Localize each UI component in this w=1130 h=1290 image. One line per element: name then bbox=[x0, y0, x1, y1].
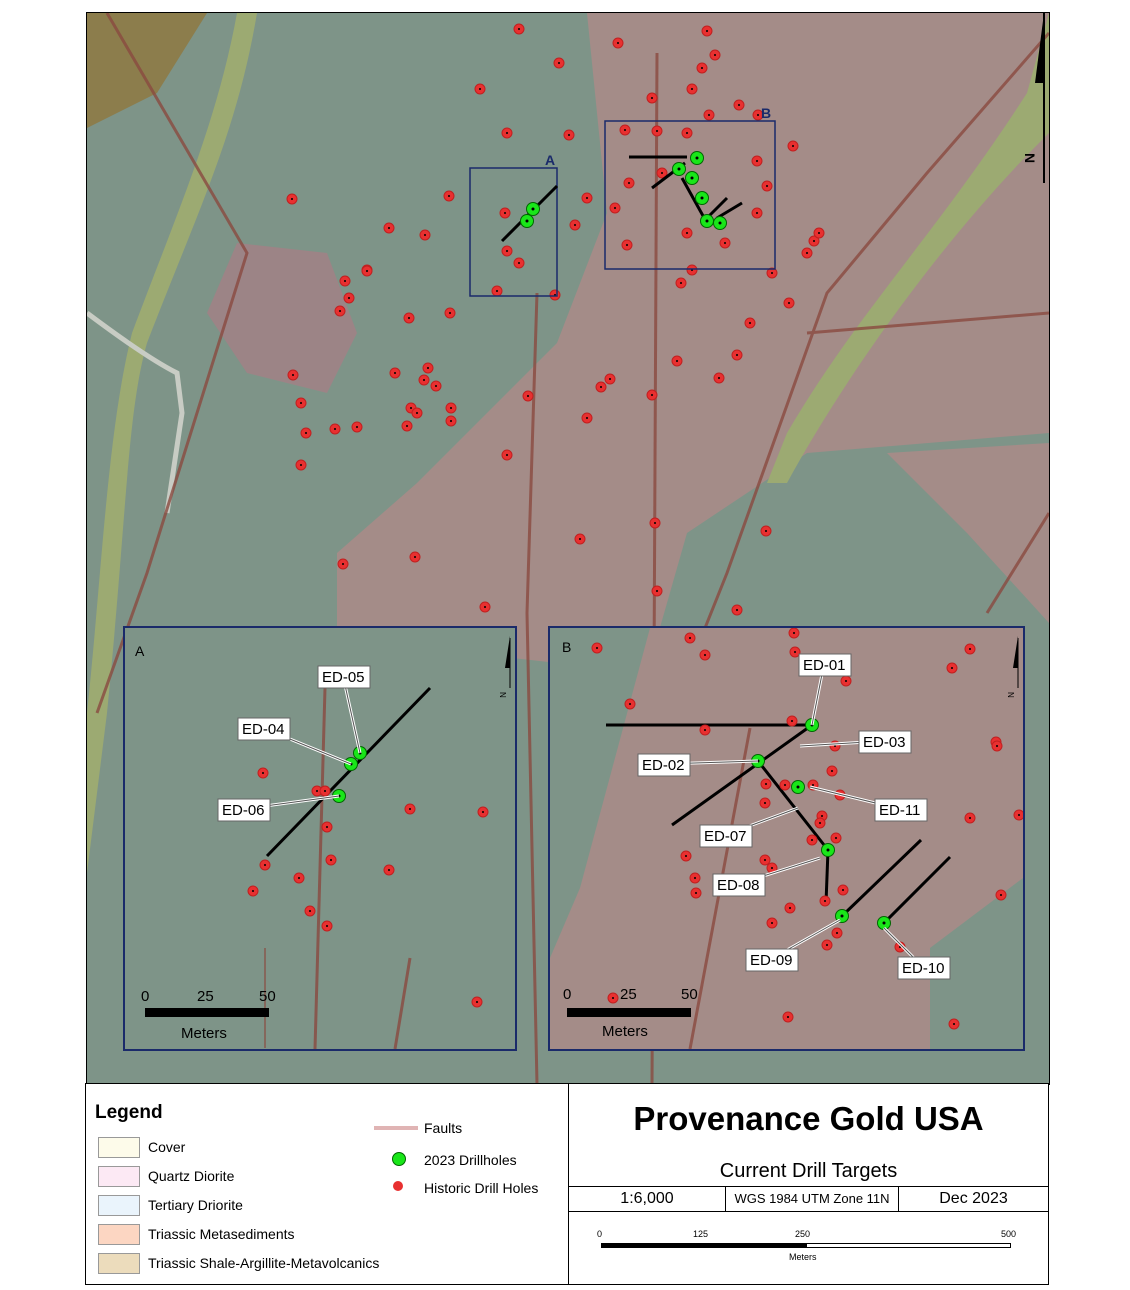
historic-drill-holes bbox=[286, 23, 825, 616]
quartz-diorite-area bbox=[337, 13, 1049, 673]
svg-text:ED-07: ED-07 bbox=[704, 828, 747, 845]
drillhole-2023-icon bbox=[392, 1152, 406, 1166]
legend-historic: Historic Drill Holes bbox=[424, 1180, 539, 1196]
historic-hole-icon bbox=[393, 1181, 403, 1191]
svg-text:ED-04: ED-04 bbox=[242, 721, 285, 738]
legend-swatch bbox=[98, 1137, 140, 1158]
drillhole-label: ED-02 bbox=[637, 753, 759, 777]
svg-text:ED-08: ED-08 bbox=[717, 877, 760, 894]
drillhole-label: ED-09 bbox=[745, 918, 841, 972]
fault-swatch bbox=[374, 1126, 418, 1130]
drillhole-label: ED-05 bbox=[317, 665, 371, 754]
map-subtitle: Current Drill Targets bbox=[719, 1160, 898, 1182]
drillhole-label: ED-10 bbox=[882, 926, 951, 980]
svg-text:50: 50 bbox=[681, 986, 698, 1003]
svg-text:25: 25 bbox=[620, 986, 637, 1003]
drillhole-label: ED-07 bbox=[699, 806, 799, 848]
svg-text:50: 50 bbox=[259, 988, 276, 1005]
inset-box-label-b: B bbox=[761, 105, 771, 121]
svg-text:Meters: Meters bbox=[602, 1023, 648, 1040]
legend-swatch bbox=[98, 1224, 140, 1245]
svg-text:Meters: Meters bbox=[181, 1025, 227, 1042]
drillhole-label: ED-04 bbox=[237, 717, 352, 766]
svg-text:N: N bbox=[1006, 692, 1015, 698]
drillhole-label: ED-08 bbox=[712, 856, 821, 897]
road bbox=[87, 310, 185, 514]
projection-text: WGS 1984 UTM Zone 11N bbox=[726, 1187, 899, 1211]
title-block: Provenance Gold USA Current Drill Target… bbox=[568, 1083, 1049, 1285]
legend-unit-label: Triassic Metasediments bbox=[148, 1226, 295, 1242]
svg-text:ED-02: ED-02 bbox=[642, 757, 685, 774]
svg-text:0: 0 bbox=[563, 986, 571, 1003]
drillhole-label: ED-01 bbox=[798, 653, 852, 726]
cover-strip-east bbox=[767, 13, 1049, 483]
svg-text:ED-03: ED-03 bbox=[863, 734, 906, 751]
cover-strip-west bbox=[87, 13, 257, 873]
legend-faults: Faults bbox=[424, 1120, 463, 1136]
shale-area bbox=[87, 13, 207, 128]
svg-text:ED-11: ED-11 bbox=[879, 802, 920, 819]
svg-text:N: N bbox=[1022, 153, 1038, 163]
svg-text:ED-01: ED-01 bbox=[803, 657, 846, 674]
scale-text: 1:6,000 bbox=[569, 1187, 726, 1211]
svg-text:A: A bbox=[135, 643, 145, 659]
svg-text:ED-05: ED-05 bbox=[322, 669, 365, 686]
date-text: Dec 2023 bbox=[939, 1190, 1008, 1207]
north-arrow: N bbox=[1022, 13, 1045, 183]
inset-box-label-a: A bbox=[545, 152, 555, 168]
legend-unit-label: Quartz Diorite bbox=[148, 1168, 235, 1184]
svg-text:ED-09: ED-09 bbox=[750, 952, 793, 969]
drillholes-2023 bbox=[520, 151, 727, 230]
svg-text:ED-10: ED-10 bbox=[902, 960, 945, 977]
map-title: Provenance Gold USA bbox=[633, 1100, 984, 1137]
svg-text:25: 25 bbox=[197, 988, 214, 1005]
legend-unit-label: Tertiary Driorite bbox=[148, 1197, 243, 1213]
svg-text:ED-06: ED-06 bbox=[222, 802, 265, 819]
legend-swatch bbox=[98, 1253, 140, 1274]
svg-text:N: N bbox=[498, 692, 507, 698]
inset-box-a bbox=[469, 167, 558, 297]
drillhole-label: ED-06 bbox=[217, 794, 340, 822]
legend-title: Legend bbox=[95, 1102, 163, 1123]
drillhole-label: ED-03 bbox=[799, 730, 912, 754]
svg-text:B: B bbox=[562, 639, 571, 655]
drillhole-label: ED-11 bbox=[809, 785, 928, 822]
legend-unit-label: Triassic Shale-Argillite-Metavolcanics bbox=[148, 1255, 380, 1271]
legend-swatch bbox=[98, 1195, 140, 1216]
legend-unit-label: Cover bbox=[148, 1139, 186, 1155]
legend-swatch bbox=[98, 1166, 140, 1187]
quartz-diorite-west bbox=[207, 243, 357, 393]
svg-text:0: 0 bbox=[141, 988, 149, 1005]
legend-2023: 2023 Drillholes bbox=[424, 1152, 517, 1168]
inset-box-b bbox=[604, 120, 776, 270]
